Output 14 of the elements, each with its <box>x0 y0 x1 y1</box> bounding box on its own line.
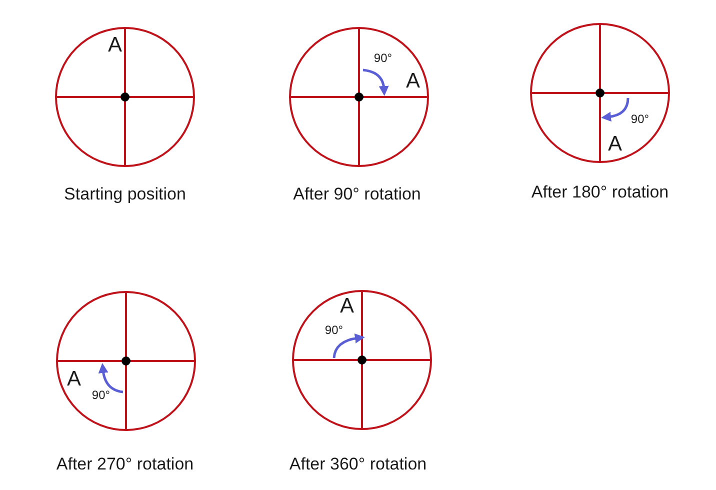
position-label: After 360° rotation <box>289 456 427 474</box>
point-label: A <box>608 134 622 154</box>
angle-label: 90° <box>92 389 110 401</box>
position-label: After 180° rotation <box>531 184 669 202</box>
point-label: A <box>340 296 354 316</box>
position-label: After 270° rotation <box>56 456 194 474</box>
point-label: A <box>108 34 122 56</box>
angle-label: 90° <box>374 52 392 64</box>
point-label: A <box>406 70 420 92</box>
point-label: A <box>67 368 81 390</box>
position-label: After 90° rotation <box>293 186 421 204</box>
angle-label: 90° <box>630 113 650 125</box>
angle-label: 90° <box>324 324 344 336</box>
position-label: Starting position <box>64 186 186 204</box>
